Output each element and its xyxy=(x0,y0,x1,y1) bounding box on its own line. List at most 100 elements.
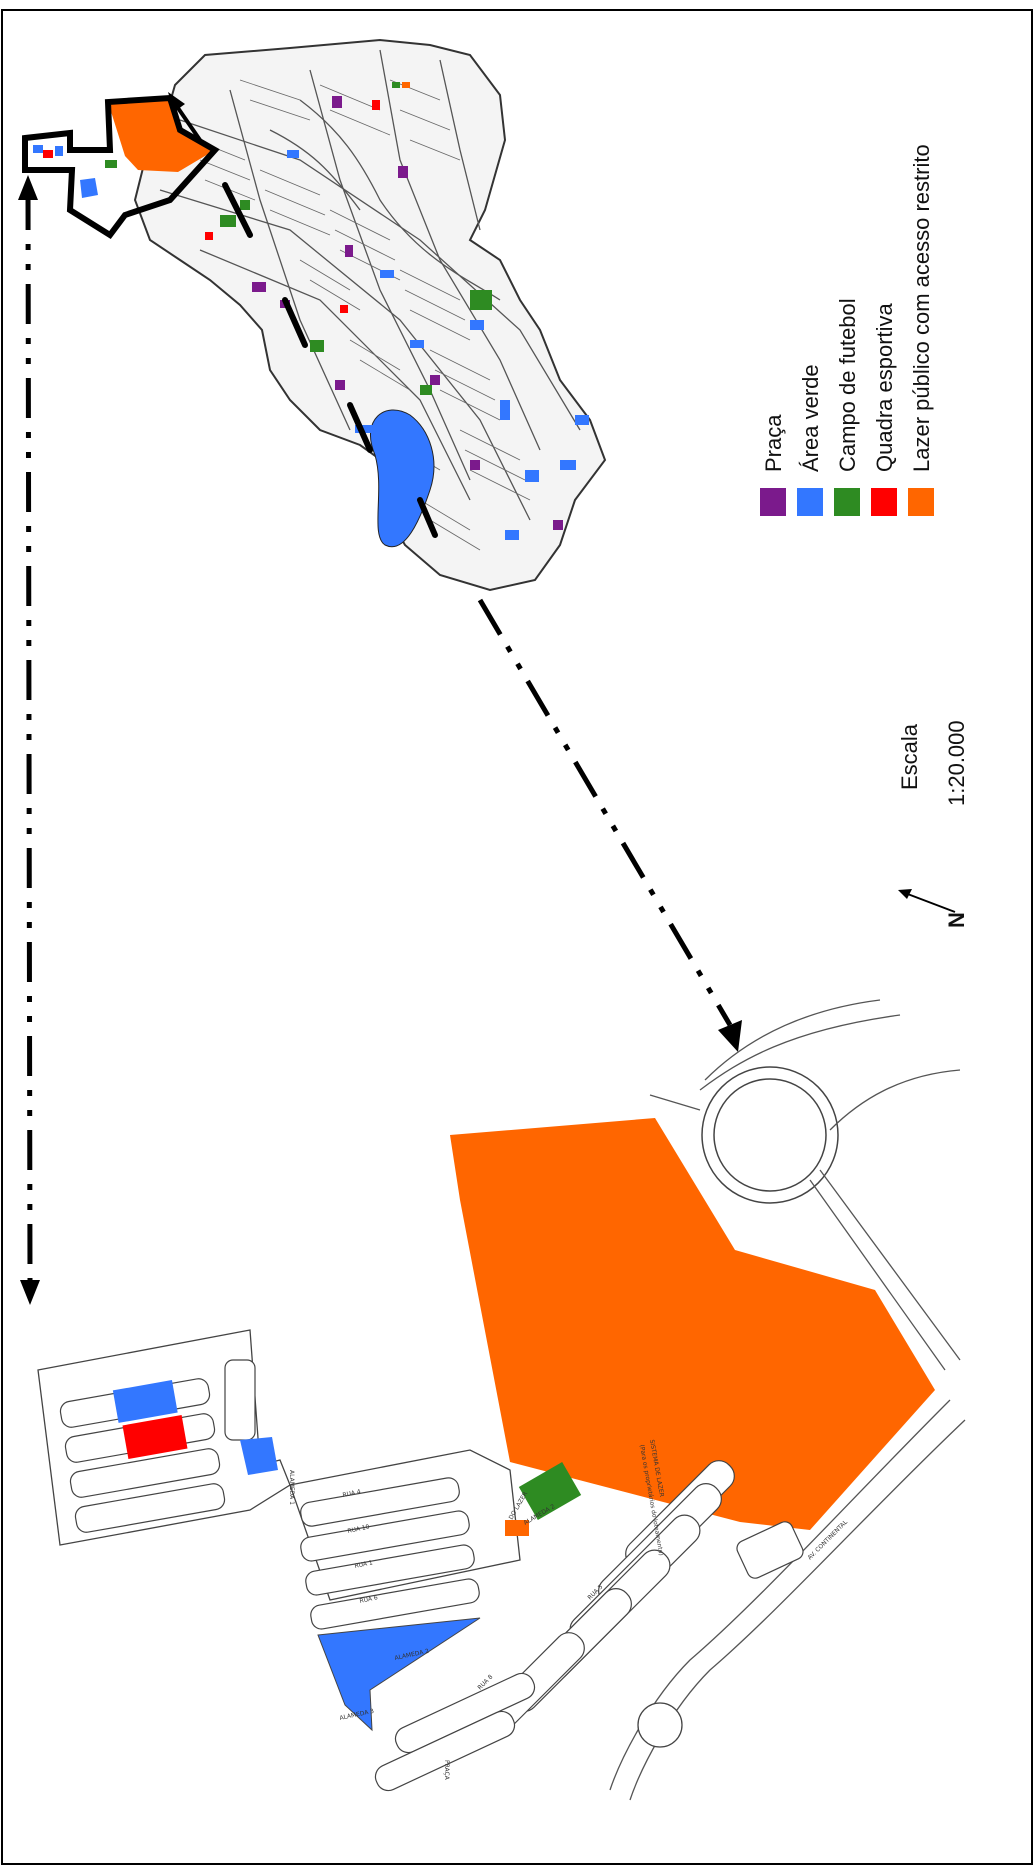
overview-campo-futebol xyxy=(240,200,250,210)
detail-block xyxy=(69,1448,221,1498)
detail-block xyxy=(374,1710,516,1792)
overview-area-verde xyxy=(355,425,373,433)
street-label: RUA 6 xyxy=(359,1594,379,1605)
overview-road xyxy=(299,99,501,301)
overview-arrow-line xyxy=(176,106,202,142)
overview-map xyxy=(22,38,607,592)
detail-block xyxy=(736,1521,804,1579)
detail-road xyxy=(829,1069,961,1131)
detail-lower-blocks xyxy=(374,1460,804,1792)
overview-quadra xyxy=(205,232,213,240)
page-border xyxy=(1,9,1033,1865)
detail-block xyxy=(310,1578,480,1630)
overview-road xyxy=(379,49,541,451)
overview-area-verde xyxy=(560,460,576,470)
detail-road xyxy=(809,1179,946,1371)
arrow-up-icon xyxy=(18,175,38,200)
legend-label-area-verde: Área verde xyxy=(798,364,823,472)
scale-title: Escala xyxy=(897,723,922,790)
detail-area-verde xyxy=(112,1380,178,1423)
north-label: N xyxy=(944,912,969,928)
overview-praca xyxy=(470,460,480,470)
overview-praca xyxy=(345,245,353,257)
detail-block xyxy=(74,1483,226,1533)
arrow-down-icon xyxy=(20,1280,40,1305)
legend-swatch-praca xyxy=(760,488,786,516)
overview-lazer xyxy=(402,82,410,88)
detail-area-verde xyxy=(240,1437,278,1475)
overview-mini-area-verde xyxy=(55,146,63,156)
street-label: PRAÇA xyxy=(443,1760,450,1781)
overview-praca xyxy=(430,375,440,385)
connector-arrow-vertical xyxy=(18,175,40,1305)
detail-road xyxy=(819,1169,961,1361)
overview-area-verde xyxy=(525,470,539,482)
legend-label-quadra-esportiva: Quadra esportiva xyxy=(872,302,897,472)
overview-city-outline xyxy=(133,38,607,592)
detail-quadra-esportiva xyxy=(122,1415,188,1459)
overview-praca xyxy=(335,380,345,390)
arrow-diagonal-head-icon xyxy=(718,1020,742,1052)
overview-road xyxy=(229,89,351,431)
detail-block xyxy=(300,1477,460,1527)
overview-lazer-restrito-zone xyxy=(108,98,215,172)
overview-road xyxy=(309,69,471,481)
overview-highlight-outline xyxy=(22,94,220,240)
overview-mini-quadra xyxy=(43,150,53,158)
overview-green-area-lake xyxy=(369,409,435,548)
detail-block xyxy=(300,1510,470,1562)
detail-small-roundabout xyxy=(637,1702,683,1748)
detail-area-verde-large xyxy=(317,1617,481,1732)
detail-map: RUA 4 RUA 10 RUA 1 RUA 6 ALAMEDA 2 ALAME… xyxy=(37,999,966,1801)
overview-area-verde xyxy=(500,400,510,420)
detail-road xyxy=(649,1094,701,1111)
street-label: ALAMEDA 1 xyxy=(288,1470,295,1505)
street-label: RUA 1 xyxy=(354,1559,374,1570)
overview-area-verde xyxy=(505,530,519,540)
overview-campo-futebol xyxy=(470,290,492,310)
detail-avenue xyxy=(609,1399,951,1791)
overview-area-verde xyxy=(410,340,424,348)
overview-road xyxy=(179,119,581,431)
overview-campo-futebol xyxy=(310,340,324,352)
detail-block xyxy=(305,1544,475,1596)
overview-mini-area-verde xyxy=(80,178,98,198)
detail-avenue xyxy=(629,1419,966,1801)
legend-swatch-quadra-esportiva xyxy=(871,488,897,516)
detail-campo-futebol xyxy=(518,1462,582,1520)
detail-lazer-small xyxy=(505,1520,529,1536)
overview-area-verde xyxy=(380,270,394,278)
legend-label-praca: Praça xyxy=(761,414,786,472)
legend: Praça Área verde Campo de futebol Quadra… xyxy=(760,144,934,516)
overview-mini-campo xyxy=(105,160,117,168)
overview-road xyxy=(199,249,471,501)
north-arrow-icon xyxy=(898,889,956,913)
overview-area-verde xyxy=(287,150,299,158)
detail-road xyxy=(699,1014,901,1091)
legend-swatch-lazer-restrito xyxy=(908,488,934,516)
detail-road xyxy=(704,999,881,1081)
detail-middle-blocks xyxy=(300,1477,480,1630)
overview-campo-futebol xyxy=(420,385,432,395)
legend-label-campo-futebol: Campo de futebol xyxy=(835,298,860,472)
overview-road xyxy=(439,59,481,231)
overview-road xyxy=(159,189,531,521)
detail-roundabout xyxy=(713,1078,827,1192)
street-label: RUA 4 xyxy=(342,1488,362,1499)
overview-road xyxy=(269,129,361,211)
detail-roundabout-outer xyxy=(701,1066,839,1204)
connector-arrow-diagonal xyxy=(477,598,742,1052)
legend-swatch-campo-futebol xyxy=(834,488,860,516)
detail-lazer-restrito-zone xyxy=(450,1118,935,1530)
overview-mini-area-verde xyxy=(33,145,43,153)
legend-label-lazer-restrito: Lazer público com acesso restrito xyxy=(909,144,934,472)
overview-area-verde xyxy=(470,320,484,330)
legend-swatch-area-verde xyxy=(797,488,823,516)
overview-campo-futebol xyxy=(392,82,400,88)
overview-praca xyxy=(252,282,266,292)
overview-arrow-head-icon xyxy=(168,92,185,112)
overview-praca xyxy=(398,166,408,178)
street-label: RUA 10 xyxy=(347,1523,370,1535)
